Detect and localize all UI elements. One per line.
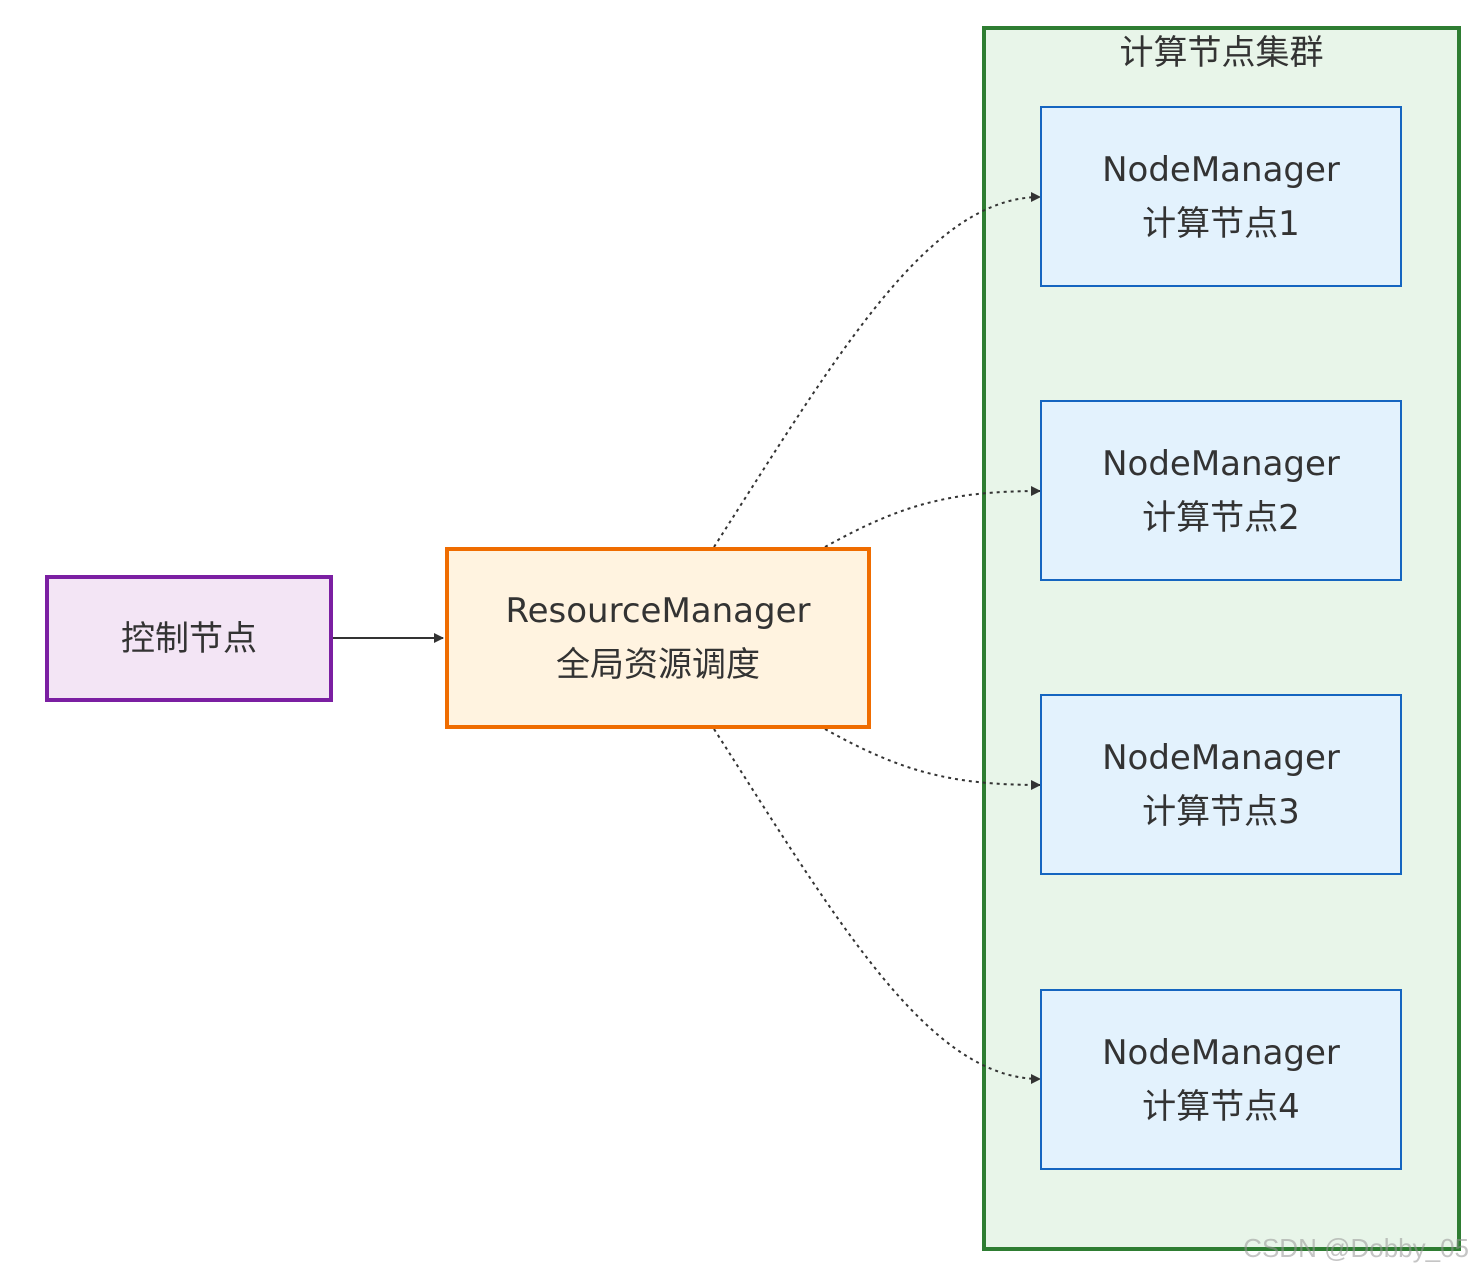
- node-manager-title: NodeManager: [1102, 1032, 1340, 1073]
- node-manager-2: NodeManager 计算节点2: [1040, 400, 1402, 581]
- edge-rm-to-node-3: [824, 728, 1041, 790]
- resource-manager-node: ResourceManager 全局资源调度: [445, 547, 871, 729]
- node-manager-subtitle: 计算节点4: [1142, 1086, 1300, 1127]
- cluster-title: 计算节点集群: [1119, 33, 1324, 73]
- node-manager-4: NodeManager 计算节点4: [1040, 989, 1402, 1170]
- edge-rm-to-node-1: [713, 192, 1041, 548]
- resource-manager-subtitle: 全局资源调度: [556, 645, 760, 685]
- node-manager-1: NodeManager 计算节点1: [1040, 106, 1402, 287]
- watermark: CSDN @Dobby_05: [1243, 1233, 1469, 1263]
- node-manager-subtitle: 计算节点3: [1142, 791, 1300, 832]
- control-node: 控制节点: [45, 575, 333, 702]
- resource-manager-title: ResourceManager: [505, 591, 811, 631]
- node-manager-title: NodeManager: [1102, 443, 1340, 484]
- edge-rm-to-node-2: [824, 486, 1041, 548]
- node-manager-subtitle: 计算节点2: [1142, 497, 1300, 538]
- node-manager-subtitle: 计算节点1: [1142, 203, 1300, 244]
- node-manager-title: NodeManager: [1102, 737, 1340, 778]
- node-manager-3: NodeManager 计算节点3: [1040, 694, 1402, 875]
- node-manager-title: NodeManager: [1102, 149, 1340, 190]
- edge-rm-to-node-4: [713, 728, 1041, 1084]
- control-node-label: 控制节点: [121, 618, 257, 659]
